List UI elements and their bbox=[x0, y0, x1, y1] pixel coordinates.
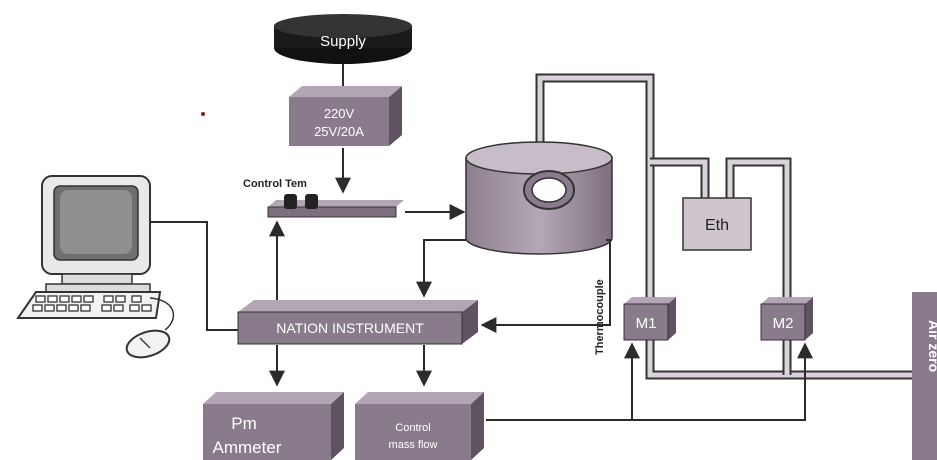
m2-label: M2 bbox=[773, 315, 794, 332]
nation-instrument-label: NATION INSTRUMENT bbox=[276, 320, 424, 336]
control-tem-board bbox=[267, 194, 404, 218]
air-zero-bar: Air zero bbox=[912, 292, 937, 460]
control-knob-right bbox=[305, 194, 318, 209]
transformer-current-label: 25V/20A bbox=[314, 124, 364, 139]
mouse-icon bbox=[125, 329, 171, 359]
thermocouple-label: Thermocouple bbox=[594, 279, 606, 355]
supply-label: Supply bbox=[320, 33, 366, 50]
transformer-voltage-label: 220V bbox=[324, 106, 355, 121]
mass-flow-label-line1: Control bbox=[395, 422, 430, 434]
reaction-chamber bbox=[465, 141, 613, 255]
control-tem-label: Control Tem bbox=[243, 178, 307, 190]
monitor-icon bbox=[41, 175, 151, 295]
m2-box: M2 bbox=[760, 297, 813, 341]
nation-instrument-box: NATION INSTRUMENT bbox=[237, 300, 478, 345]
m1-label: M1 bbox=[636, 315, 657, 332]
control-knob-left bbox=[284, 194, 297, 209]
m1-box: M1 bbox=[623, 297, 676, 341]
ammeter-label: Ammeter bbox=[213, 438, 282, 457]
chamber-to-ni-arrow bbox=[416, 239, 466, 298]
mass-flow-controller-box: Control mass flow bbox=[355, 392, 484, 460]
pm-label: Pm bbox=[231, 414, 257, 433]
massflow-to-m2-arrow bbox=[632, 342, 813, 421]
thermocouple-to-ni-arrow bbox=[480, 239, 611, 333]
computer-icon bbox=[16, 175, 175, 359]
mass-flow-label-line2: mass flow bbox=[389, 439, 438, 451]
keyboard-icon bbox=[16, 291, 162, 319]
massflow-to-m1-arrow bbox=[486, 342, 640, 421]
transformer-box: 220V 25V/20A bbox=[289, 86, 402, 146]
pm-ammeter-box: Pm Ammeter bbox=[203, 392, 344, 460]
air-zero-label: Air zero bbox=[926, 320, 937, 372]
stray-dot bbox=[201, 112, 205, 116]
gas-pipes bbox=[535, 73, 920, 380]
computer-to-ni-wire bbox=[150, 221, 250, 331]
ethanol-container: Eth bbox=[682, 197, 752, 251]
supply-box: Supply bbox=[274, 14, 412, 64]
eth-label: Eth bbox=[705, 217, 729, 234]
